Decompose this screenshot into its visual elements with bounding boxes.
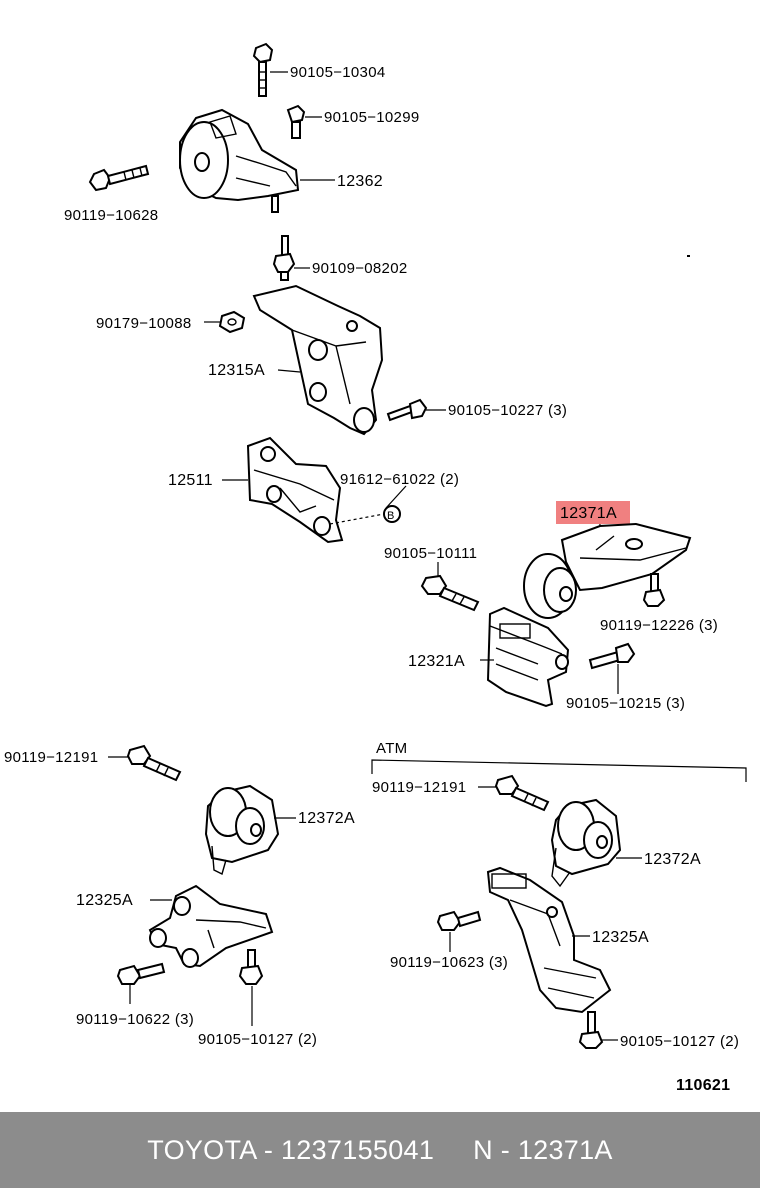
marker-b [383,505,401,523]
label-right-12325A: 12325A [592,929,649,946]
label-90119-10622: 90119−10622 (3) [76,1011,194,1028]
bolt-90105-10304[interactable] [252,42,274,97]
bolt-90119-10628[interactable] [88,164,150,192]
stray-mark [687,255,690,257]
mount-12371A[interactable] [523,522,692,619]
mount-12321A[interactable] [486,606,570,708]
bolt-90119-10623[interactable] [436,910,482,931]
label-90105-10227: 90105−10227 (3) [448,402,567,419]
bolt-90105-10227[interactable] [386,398,428,422]
label-atm: ATM [376,740,407,757]
bolt-90119-12226[interactable] [642,573,666,607]
label-90105-10304: 90105−10304 [290,64,385,81]
label-90119-10628: 90119−10628 [64,207,158,224]
label-12371A: 12371A [560,505,617,522]
mount-left-12372A[interactable] [204,784,280,876]
bracket-right-12325A[interactable] [486,866,612,1014]
atm-group-bracket [371,759,747,782]
footer-part-number: TOYOTA - 1237155041 N - 12371A [147,1134,613,1165]
label-90105-10111: 90105−10111 [384,545,477,562]
bracket-left-12325A[interactable] [148,884,274,968]
label-left-90119-12191: 90119−12191 [4,749,98,766]
label-90179-10088: 90179−10088 [96,315,191,332]
bracket-12511[interactable] [246,436,344,544]
label-left-12325A: 12325A [76,892,133,909]
bolt-left-90119-12191[interactable] [126,744,182,782]
bolt-90105-10299[interactable] [286,104,306,139]
marker-b-label: B [387,510,395,522]
label-90119-10623: 90119−10623 (3) [390,954,508,971]
label-90105-10299: 90105−10299 [324,109,419,126]
bolt-left-90105-10127[interactable] [238,949,264,985]
label-90119-12226: 90119−12226 (3) [600,617,718,634]
label-12315A: 12315A [208,362,265,379]
bolt-90105-10215[interactable] [588,642,636,670]
label-90105-10215: 90105−10215 (3) [566,695,685,712]
highlight-12371A [556,501,630,524]
mount-12362[interactable] [179,108,300,213]
label-12511: 12511 [168,472,213,489]
label-left-90105-10127: 90105−10127 (2) [198,1031,317,1048]
label-right-90119-12191: 90119−12191 [372,779,466,796]
diagram-id: 110621 [676,1077,730,1094]
bracket-12315A[interactable] [252,284,384,436]
label-left-12372A: 12372A [298,810,355,827]
bolt-90105-10111[interactable] [420,574,480,612]
label-12321A: 12321A [408,653,465,670]
label-90109-08202: 90109−08202 [312,260,407,277]
nut-90179-10088[interactable] [218,310,246,334]
parts-diagram: 90105−10304 90105−10299 12362 90119−1062… [4,42,747,1094]
label-right-12372A: 12372A [644,851,701,868]
footer-bar: TOYOTA - 1237155041 N - 12371A [0,1112,760,1188]
bolt-90109-08202[interactable] [272,235,296,281]
bolt-right-90119-12191[interactable] [494,774,550,812]
label-12362: 12362 [337,173,383,190]
bolt-90119-10622[interactable] [116,962,166,985]
label-91612-61022: 91612−61022 (2) [340,471,459,488]
bolt-right-90105-10127[interactable] [578,1011,604,1049]
label-right-90105-10127: 90105−10127 (2) [620,1033,739,1050]
mount-right-12372A[interactable] [550,798,622,888]
